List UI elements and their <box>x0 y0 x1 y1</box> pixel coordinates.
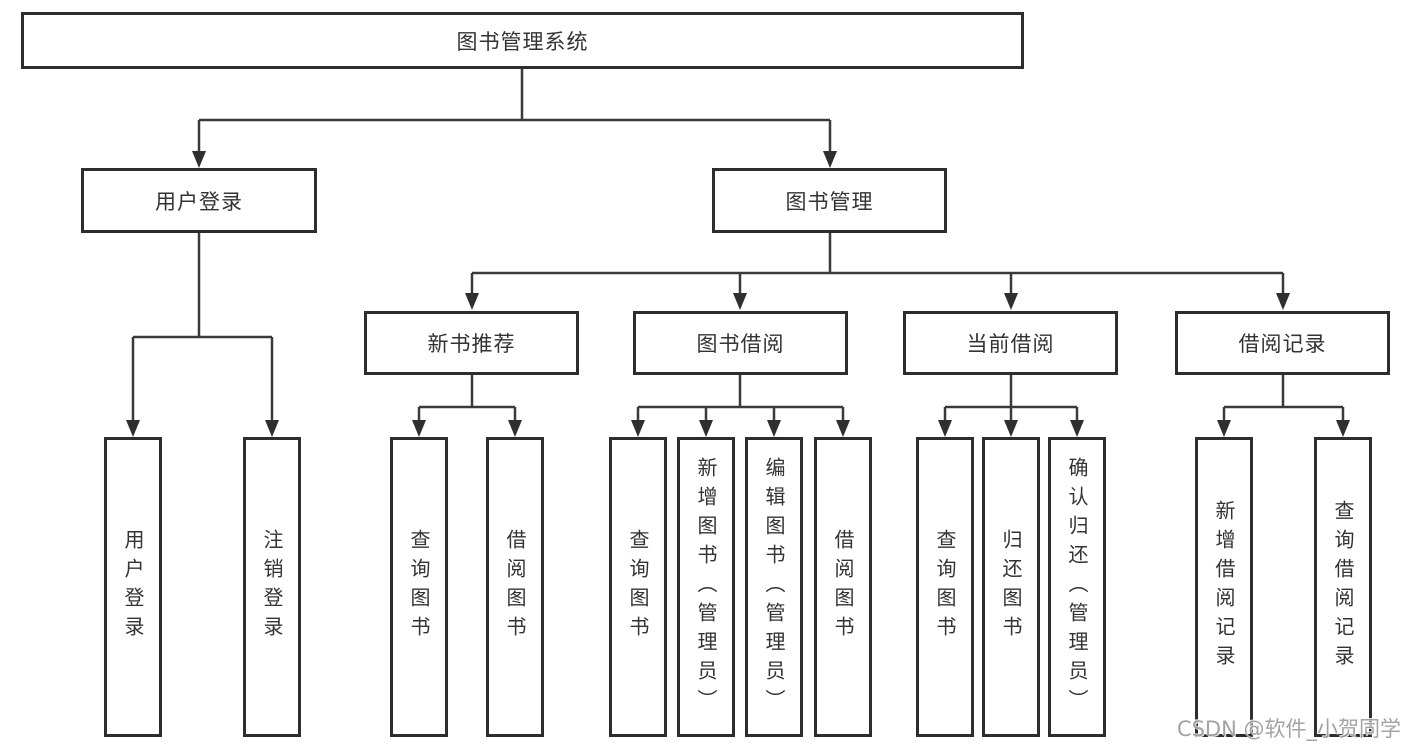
leaf-add-borrow-record: 新增借阅记录 <box>1195 437 1253 737</box>
leaf-confirm-return-admin: 确认归还（管理员） <box>1048 437 1106 737</box>
leaf-return-book-label: 归还图书 <box>999 529 1023 645</box>
node-borrowing-records-label: 借阅记录 <box>1238 332 1327 356</box>
node-new-book-recommendation-label: 新书推荐 <box>427 332 516 356</box>
node-borrowing-records: 借阅记录 <box>1175 311 1390 375</box>
node-book-management-label: 图书管理 <box>785 189 874 214</box>
leaf-borrow-books-label: 借阅图书 <box>831 529 855 645</box>
node-current-borrowing: 当前借阅 <box>903 311 1118 375</box>
leaf-logout-label: 注销登录 <box>260 529 284 645</box>
node-new-book-recommendation: 新书推荐 <box>364 311 579 375</box>
node-book-borrowing-label: 图书借阅 <box>696 332 785 356</box>
leaf-query-borrow-record-label: 查询借阅记录 <box>1331 500 1355 674</box>
leaf-query-books-recommend-label: 查询图书 <box>407 529 431 645</box>
leaf-add-borrow-record-label: 新增借阅记录 <box>1212 500 1236 674</box>
leaf-user-login-label: 用户登录 <box>121 529 145 645</box>
leaf-query-books-recommend: 查询图书 <box>390 437 448 737</box>
csdn-watermark: CSDN @软件_小贺同学 <box>1176 717 1401 741</box>
leaf-borrow-books: 借阅图书 <box>814 437 872 737</box>
leaf-edit-book-admin-label: 编辑图书（管理员） <box>762 456 786 718</box>
node-library-management-system-label: 图书管理系统 <box>456 29 589 54</box>
node-book-management: 图书管理 <box>712 168 947 233</box>
leaf-add-book-admin-label: 新增图书（管理员） <box>694 456 718 718</box>
node-book-borrowing: 图书借阅 <box>633 311 848 375</box>
leaf-edit-book-admin: 编辑图书（管理员） <box>745 437 803 737</box>
node-library-management-system: 图书管理系统 <box>21 12 1024 69</box>
node-current-borrowing-label: 当前借阅 <box>966 332 1055 356</box>
leaf-add-book-admin: 新增图书（管理员） <box>677 437 735 737</box>
leaf-query-books-current-label: 查询图书 <box>933 529 957 645</box>
leaf-query-books-current: 查询图书 <box>916 437 974 737</box>
leaf-query-books-borrow-label: 查询图书 <box>626 529 650 645</box>
node-user-login-label: 用户登录 <box>155 189 243 214</box>
leaf-logout: 注销登录 <box>243 437 301 737</box>
leaf-borrow-books-recommend: 借阅图书 <box>486 437 544 737</box>
leaf-borrow-books-recommend-label: 借阅图书 <box>503 529 527 645</box>
leaf-user-login: 用户登录 <box>104 437 162 737</box>
leaf-query-borrow-record: 查询借阅记录 <box>1314 437 1372 737</box>
leaf-query-books-borrow: 查询图书 <box>609 437 667 737</box>
leaf-confirm-return-admin-label: 确认归还（管理员） <box>1065 456 1089 718</box>
leaf-return-book: 归还图书 <box>982 437 1040 737</box>
node-user-login: 用户登录 <box>81 168 317 233</box>
